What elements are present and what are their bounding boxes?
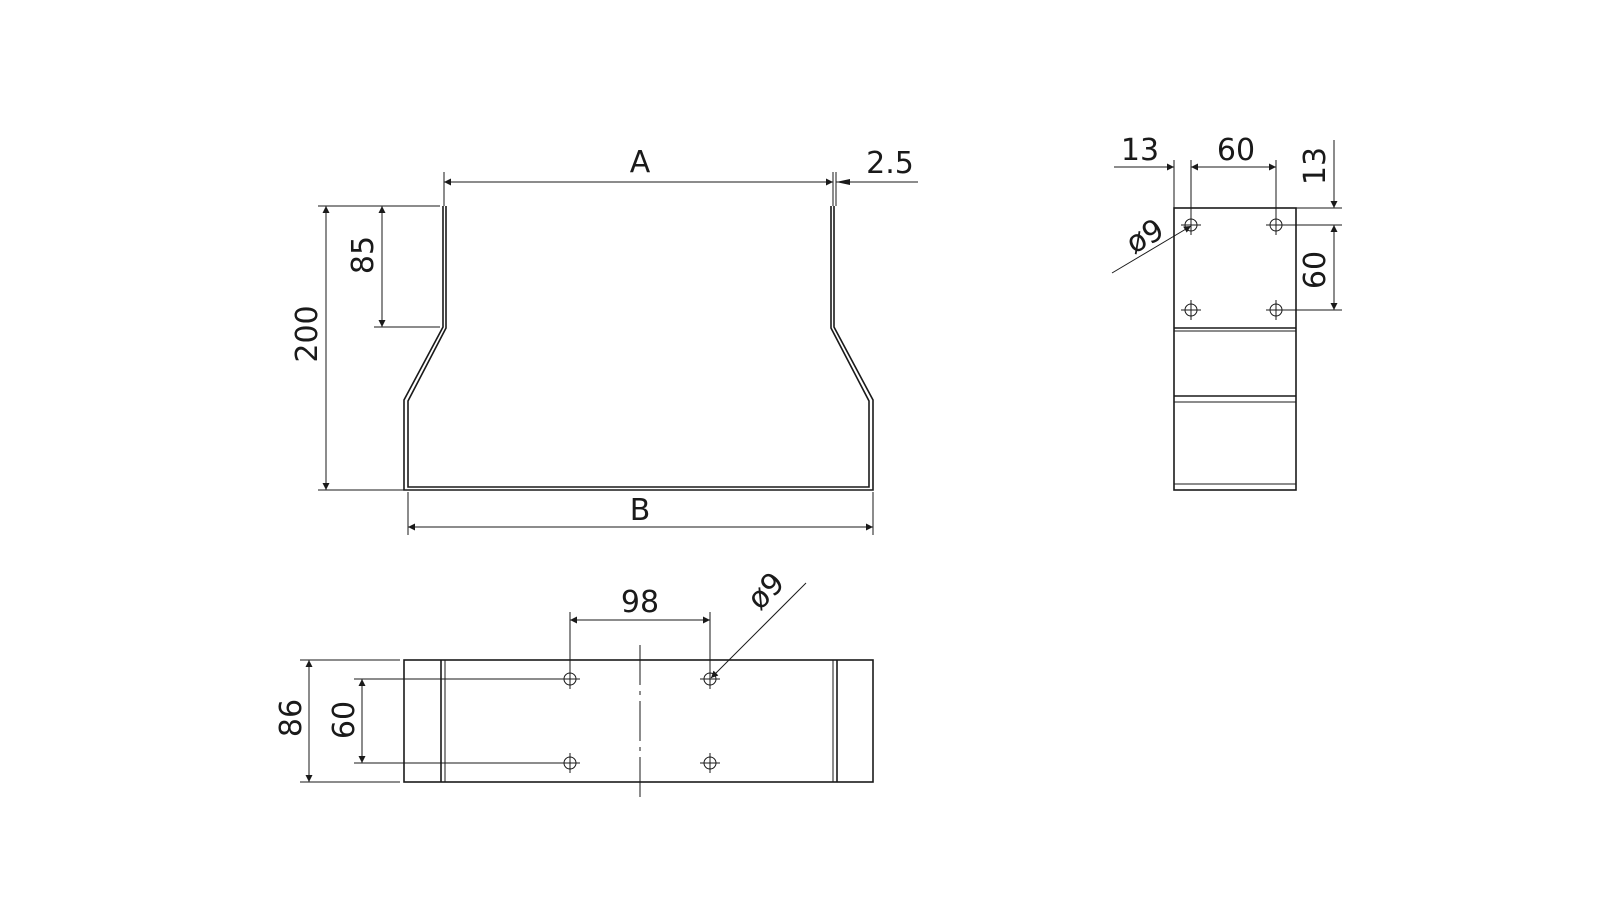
dim-13v-label: 13 [1298,147,1333,185]
bottom-view: 98 ø9 86 60 [274,566,874,798]
dim-a-label: A [630,145,651,180]
dim-98-label: 98 [621,585,659,620]
profile-inner [407,206,870,488]
dim-200-label: 200 [290,305,325,362]
bottom-hole [560,753,580,773]
side-diameter-leader [1111,225,1192,274]
dim-thickness-label: 2.5 [866,146,914,181]
bottom-diameter-label: ø9 [741,566,792,617]
dim-85-label: 85 [346,236,381,274]
bottom-diameter-leader [710,582,807,679]
side-view: 13 60 13 60 ø9 [1111,133,1342,491]
dim-b-label: B [630,493,651,528]
side-diameter-label: ø9 [1120,212,1170,261]
side-hole [1181,300,1201,320]
dim-60b-label: 60 [327,701,362,739]
dim-60v-label: 60 [1298,251,1333,289]
bottom-hole [700,753,720,773]
bottom-outline [403,659,874,783]
profile-outer [403,206,874,491]
dim-60h-label: 60 [1217,133,1255,168]
dim-13-label: 13 [1121,133,1159,168]
side-hole [1181,215,1201,235]
side-outline [1173,207,1297,491]
dim-86-label: 86 [274,699,309,737]
front-view: A 2.5 B 200 85 [290,145,918,535]
